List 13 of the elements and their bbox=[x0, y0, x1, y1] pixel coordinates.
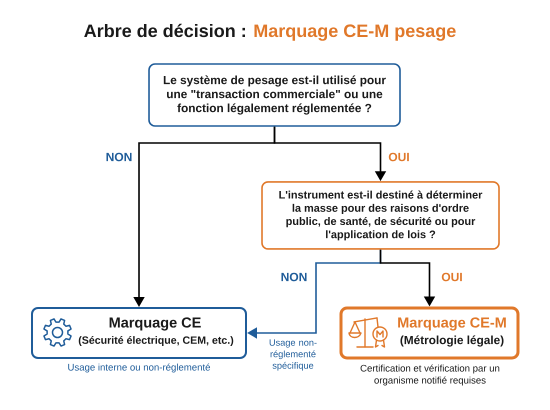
title: Marquage CE-M pesage bbox=[254, 24, 456, 41]
caption-text: Certification et vérification par un organisme notifié requises bbox=[360, 364, 500, 386]
decision-box: L'instrument est-il destiné à déterminer la masse pour des raisons d'ordre public, de santé, de sécurité ou pour l'application de lois ? bbox=[261, 181, 500, 250]
edge-label: NON bbox=[279, 271, 309, 283]
caption-text: Usage interne ou non-réglementé bbox=[68, 363, 210, 373]
result-box: Marquage CE (Sécurité électrique, CEM, etc.) bbox=[31, 307, 247, 359]
edge-label: NON bbox=[104, 151, 134, 163]
note-text: Usage non-réglementé spécifique bbox=[270, 339, 317, 371]
edge-label: OUI bbox=[440, 271, 464, 283]
edge-label: OUI bbox=[387, 151, 411, 163]
title: Arbre de décision : bbox=[84, 24, 245, 38]
result-box: Marquage CE-M (Métrologie légale) bbox=[340, 306, 520, 360]
decision-box: Le système de pesage est-il utilisé pour une "transaction commerciale" ou une fonction légalement réglementée ? bbox=[148, 63, 401, 127]
